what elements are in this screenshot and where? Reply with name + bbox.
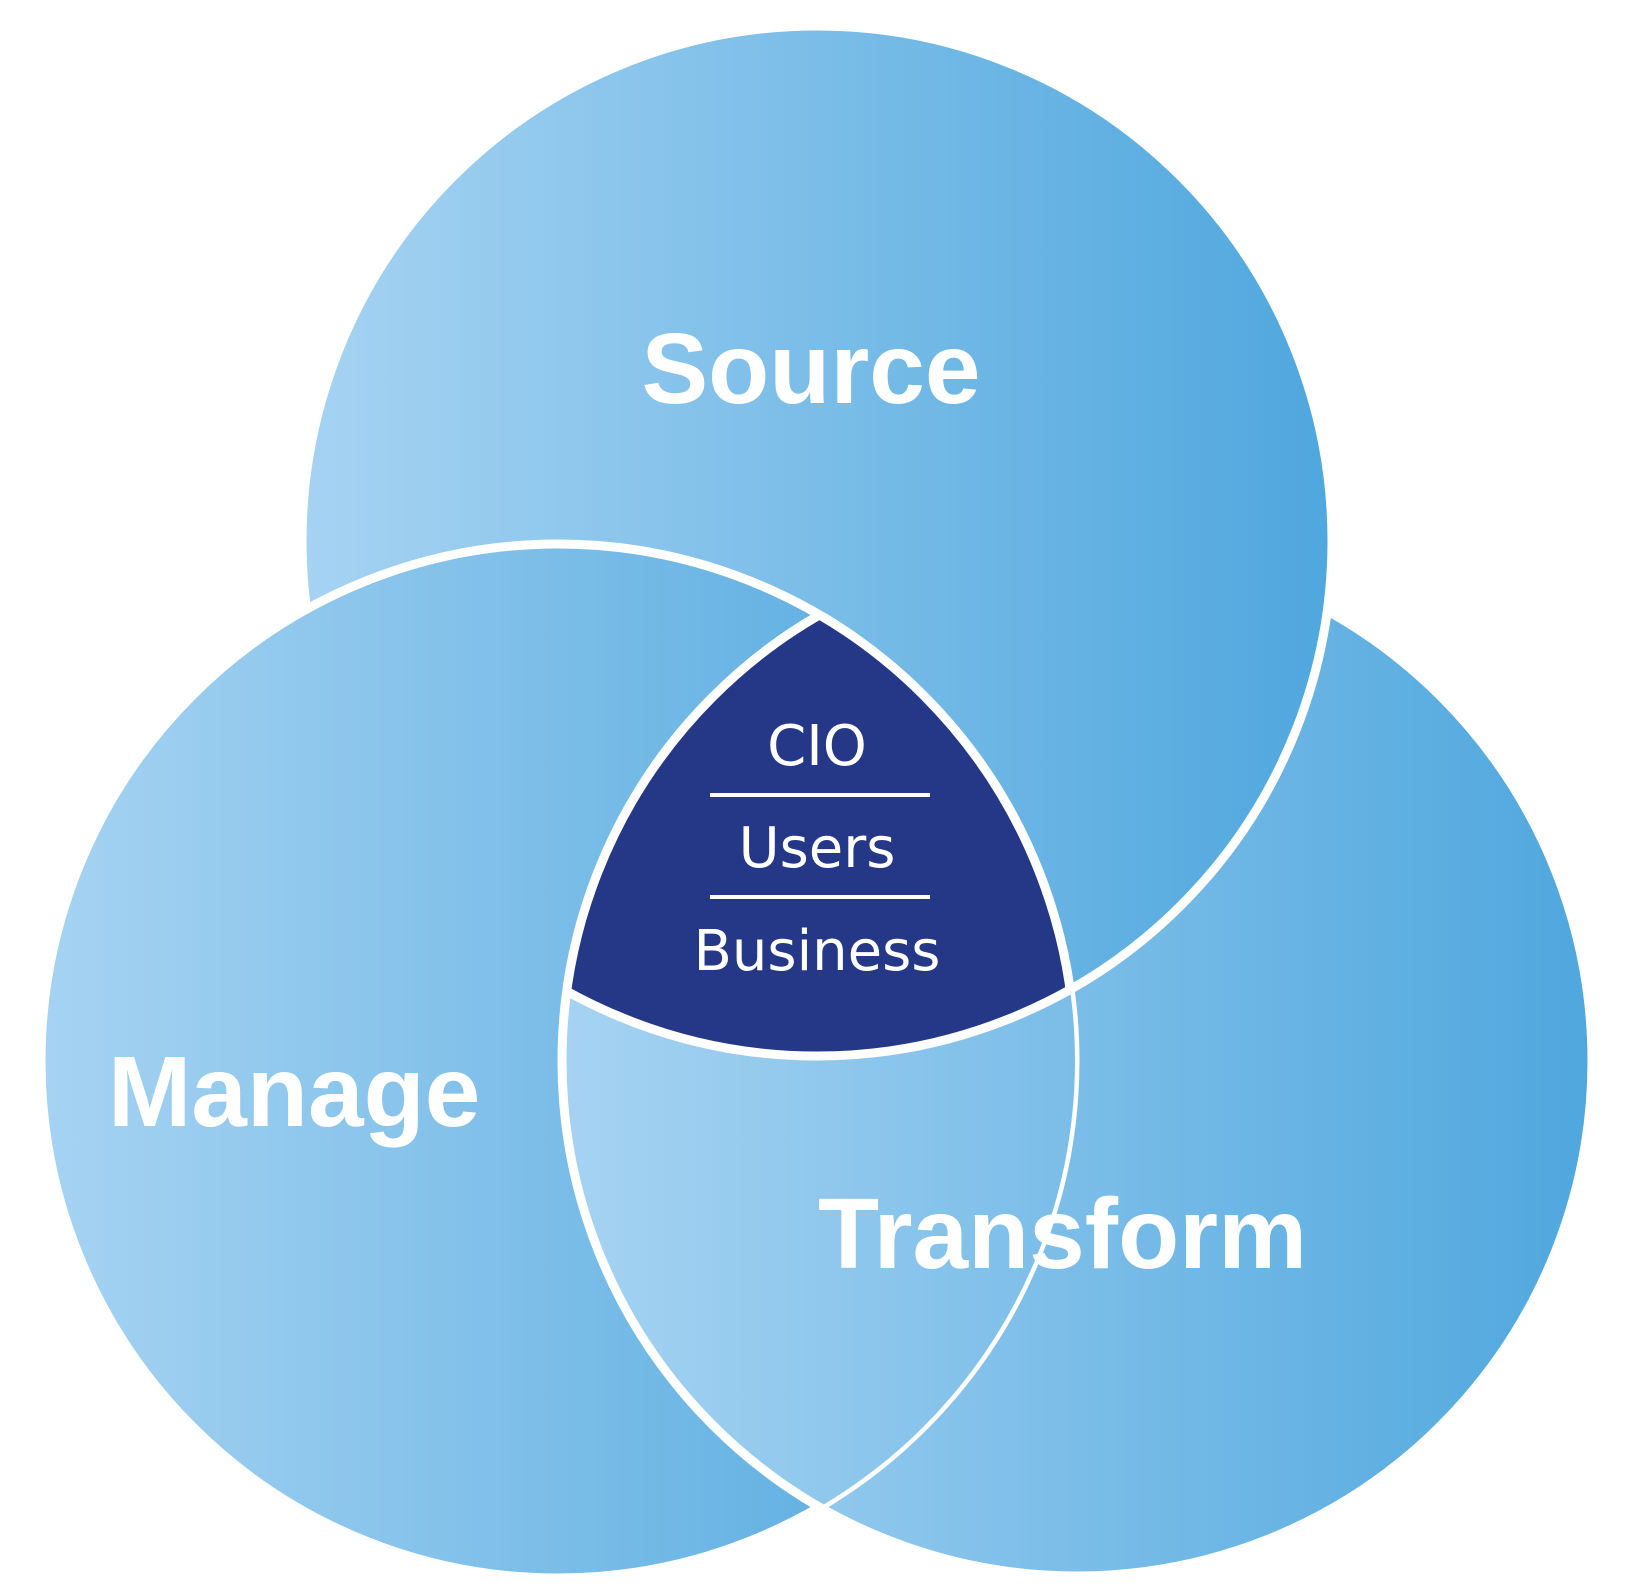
center-item-cio: CIO	[767, 714, 867, 779]
center-item-business: Business	[694, 919, 941, 984]
label-transform: Transform	[818, 1178, 1307, 1290]
center-outline	[557, 544, 1080, 1061]
label-manage: Manage	[108, 1036, 480, 1148]
center-item-users: Users	[739, 816, 896, 881]
label-source: Source	[641, 313, 980, 425]
